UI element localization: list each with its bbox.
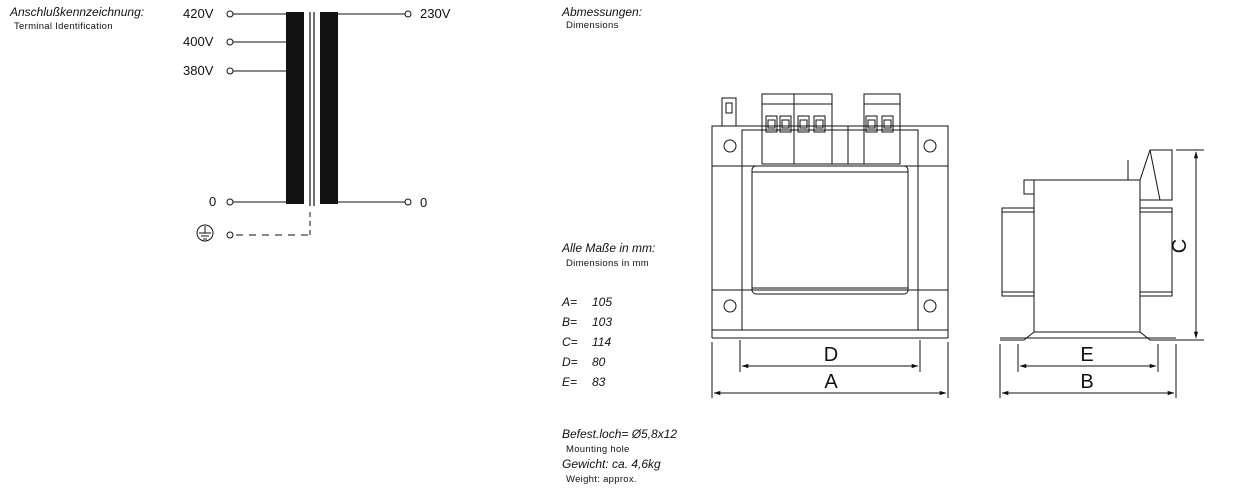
terminal-230-circle [404,10,412,18]
units-title: Alle Maße in mm: [562,241,656,255]
dim-row-c: C=114 [562,335,612,349]
dim-row-a: A=105 [562,295,613,309]
dimension-b-label: B [1080,371,1093,393]
mounting-subtitle: Mounting hole [566,444,630,455]
terminal-0-circle [226,198,234,206]
transformer-schematic [226,10,412,239]
secondary-tap-230: 230V [420,6,451,21]
dim-row-e: E=83 [562,375,606,389]
terminal-title: Anschlußkennzeichnung: [10,5,145,19]
secondary-tap-0: 0 [420,195,428,210]
secondary-winding [320,12,338,204]
dimension-e-label: E [1080,344,1093,366]
dimension-a-label: A [824,371,838,393]
primary-tap-380: 380V [183,63,214,78]
front-view [711,93,949,339]
weight-title: Gewicht: ca. 4,6kg [562,457,661,471]
terminal-sec-0-circle [404,198,412,206]
dimensions-subtitle: Dimensions [566,20,619,31]
weight-subtitle: Weight: approx. [566,474,637,485]
units-subtitle: Dimensions in mm [566,258,649,269]
primary-tap-0: 0 [209,194,217,209]
terminal-420-circle [226,10,234,18]
earth-icon [196,224,214,242]
mounting-title: Befest.loch= Ø5,8x12 [562,427,678,441]
dim-row-b: B=103 [562,315,613,329]
primary-tap-400: 400V [183,34,214,49]
terminal-400-circle [226,38,234,46]
dimension-d-label: D [824,344,838,366]
primary-winding [286,12,304,204]
primary-tap-420: 420V [183,6,214,21]
terminal-subtitle: Terminal Identification [14,21,113,32]
dimension-c-label: C [1169,239,1191,253]
front-dimensions [711,340,949,398]
dimensions-title: Abmessungen: [562,5,643,19]
dim-row-d: D=80 [562,355,606,369]
side-view [999,149,1204,398]
terminal-380-circle [226,67,234,75]
